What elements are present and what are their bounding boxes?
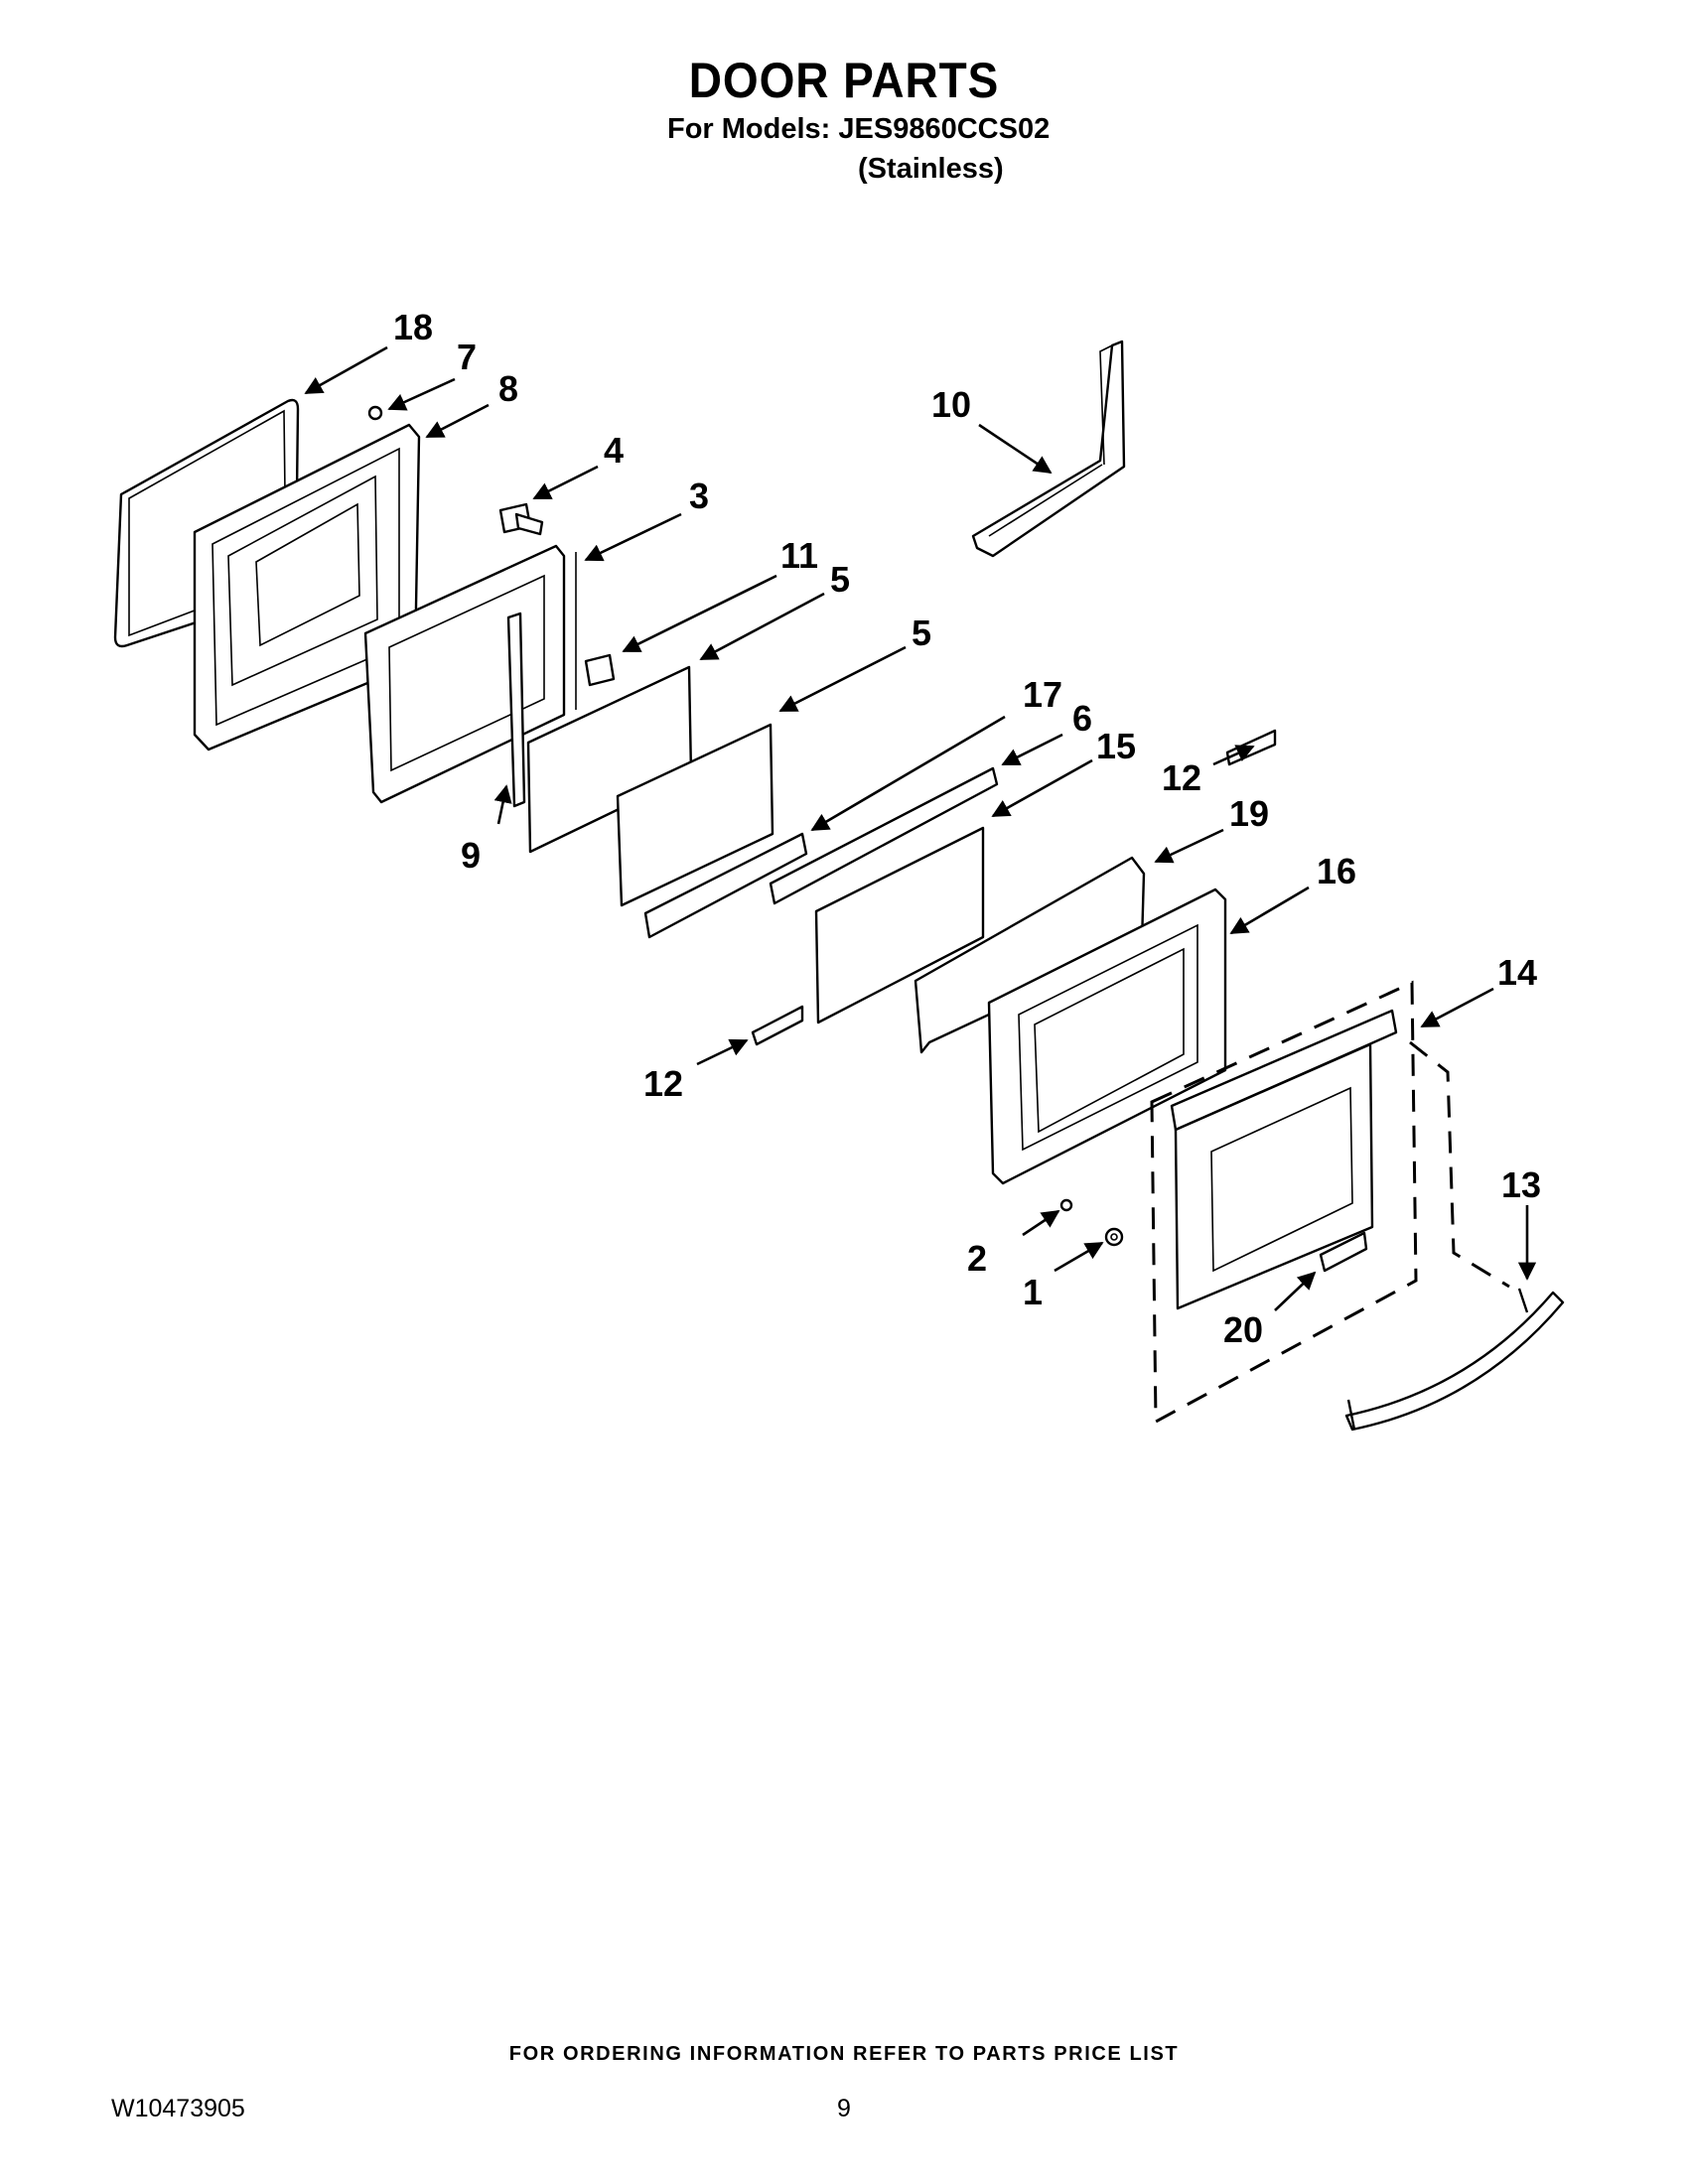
document-number: W10473905 — [111, 2095, 245, 2122]
callout-18: 18 — [393, 307, 433, 347]
leader-12b — [696, 1038, 749, 1066]
leader-6 — [1001, 733, 1063, 766]
fastener-part-2 — [1059, 1198, 1073, 1212]
leader-8 — [425, 403, 490, 439]
leader-16 — [1229, 886, 1310, 935]
callout-14: 14 — [1497, 952, 1537, 993]
callout-15: 15 — [1096, 726, 1136, 766]
leader-11 — [622, 574, 777, 653]
leader-5a — [699, 592, 825, 661]
callout-7: 7 — [457, 337, 477, 377]
screw-part-11 — [584, 653, 616, 687]
callout-20: 20 — [1223, 1309, 1263, 1350]
model-number: For Models: JES9860CCS02 — [667, 113, 1051, 145]
ordering-note: FOR ORDERING INFORMATION REFER TO PARTS … — [508, 2043, 1180, 2065]
fastener-part-1 — [1104, 1227, 1124, 1247]
glass-panel-part-5b — [616, 723, 774, 907]
model-info: For Models: JES9860CCS02 (Stainless) — [667, 109, 1050, 189]
screw-part-4 — [498, 502, 544, 536]
vent-duct-part — [971, 340, 1126, 558]
trim-strip-part-17 — [643, 832, 808, 939]
callout-19: 19 — [1229, 793, 1269, 834]
callout-2: 2 — [967, 1238, 987, 1279]
callout-9: 9 — [461, 835, 481, 876]
side-bracket-part — [506, 612, 526, 808]
callout-5a: 5 — [830, 559, 850, 600]
leader-9 — [493, 784, 512, 825]
page-number: 9 — [837, 2095, 851, 2122]
callout-4: 4 — [604, 430, 624, 471]
leader-17 — [810, 715, 1006, 832]
callout-12a: 12 — [1162, 757, 1201, 798]
callout-8: 8 — [498, 368, 518, 409]
door-panel-assembly-part — [1150, 980, 1510, 1425]
callout-3: 3 — [689, 476, 709, 516]
exploded-parts-diagram: 18 7 8 4 3 11 5 5 9 10 17 6 15 12 19 16 … — [113, 307, 1565, 1432]
door-handle-part — [1344, 1288, 1565, 1432]
callout-11: 11 — [780, 535, 818, 576]
glass-panel-part-15 — [814, 826, 985, 1024]
page-title: DOOR PARTS — [688, 53, 1000, 108]
leader-2 — [1022, 1209, 1060, 1237]
leader-18 — [304, 345, 388, 395]
callout-10: 10 — [931, 384, 971, 425]
leader-14 — [1420, 987, 1494, 1028]
trim-strip-part-6 — [769, 766, 999, 905]
leader-7 — [387, 377, 456, 411]
model-variant: (Stainless) — [858, 153, 1004, 185]
callout-13: 13 — [1501, 1164, 1541, 1205]
callout-labels: 18 7 8 4 3 11 5 5 9 10 17 6 15 12 19 16 … — [393, 307, 1541, 1350]
nut-part-7 — [367, 405, 383, 421]
callout-12b: 12 — [643, 1063, 683, 1104]
leader-3 — [584, 512, 682, 562]
leader-1 — [1054, 1241, 1104, 1273]
callout-6: 6 — [1072, 698, 1092, 739]
leader-12a — [1212, 745, 1255, 766]
callout-16: 16 — [1317, 851, 1356, 891]
hinge-bracket-part-12b — [751, 1005, 804, 1046]
leader-5b — [778, 645, 907, 713]
badge-part — [1319, 1231, 1368, 1273]
leader-15 — [991, 758, 1093, 818]
leader-19 — [1154, 828, 1224, 864]
leader-4 — [532, 465, 599, 500]
outer-door-frame-part — [987, 887, 1227, 1185]
callout-5b: 5 — [912, 613, 931, 653]
leader-10 — [978, 423, 1053, 475]
callout-1: 1 — [1023, 1272, 1043, 1312]
leader-lines — [304, 345, 1537, 1311]
leader-20 — [1274, 1271, 1317, 1311]
callout-17: 17 — [1023, 674, 1062, 715]
